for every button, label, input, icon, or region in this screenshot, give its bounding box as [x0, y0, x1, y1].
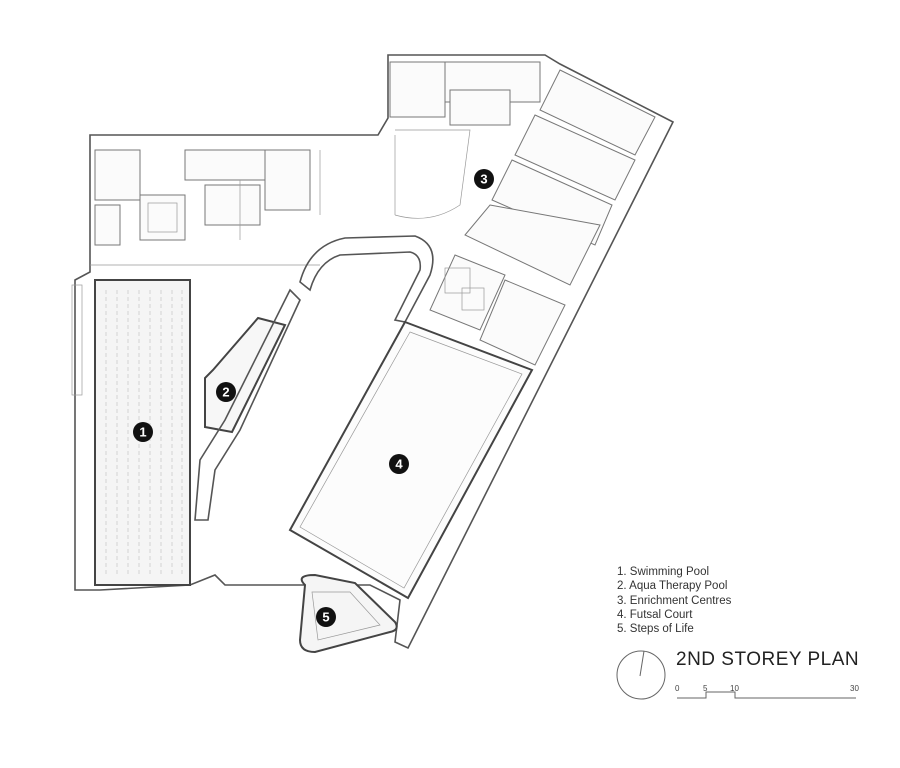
- swimming-pool: [71, 279, 191, 586]
- marker-2: 2: [216, 382, 236, 402]
- legend-item: 2. Aqua Therapy Pool: [617, 580, 728, 593]
- marker-5: 5: [316, 607, 336, 627]
- legend: 1. Swimming Pool 2. Aqua Therapy Pool 3.…: [617, 565, 731, 636]
- svg-text:3: 3: [480, 172, 487, 187]
- scale-bar: [677, 691, 856, 699]
- scale-tick: 10: [730, 684, 739, 693]
- ramp: [194, 288, 301, 521]
- scale-tick: 5: [703, 684, 708, 693]
- legend-item: 3. Enrichment Centres: [617, 594, 732, 607]
- futsal-court: [288, 235, 534, 600]
- scale-tick: 0: [675, 684, 680, 693]
- plan-title: 2ND STOREY PLAN: [676, 649, 860, 670]
- scale-tick: 30: [850, 684, 859, 693]
- steps-of-life: [298, 573, 398, 654]
- svg-text:2: 2: [222, 385, 229, 400]
- svg-text:1: 1: [139, 425, 146, 440]
- legend-item: 1. Swimming Pool: [617, 566, 710, 578]
- north-arrow-icon: [616, 650, 666, 700]
- legend-item: 4. Futsal Court: [617, 608, 693, 621]
- enrichment-centre-rooms: [429, 69, 656, 366]
- service-rooms: [90, 61, 541, 266]
- svg-text:4: 4: [395, 457, 403, 472]
- legend-item: 5. Steps of Life: [617, 623, 694, 636]
- aqua-therapy-pool: [204, 316, 287, 434]
- svg-text:5: 5: [322, 610, 329, 625]
- marker-4: 4: [389, 454, 409, 474]
- marker-1: 1: [133, 422, 153, 442]
- marker-3: 3: [474, 169, 494, 189]
